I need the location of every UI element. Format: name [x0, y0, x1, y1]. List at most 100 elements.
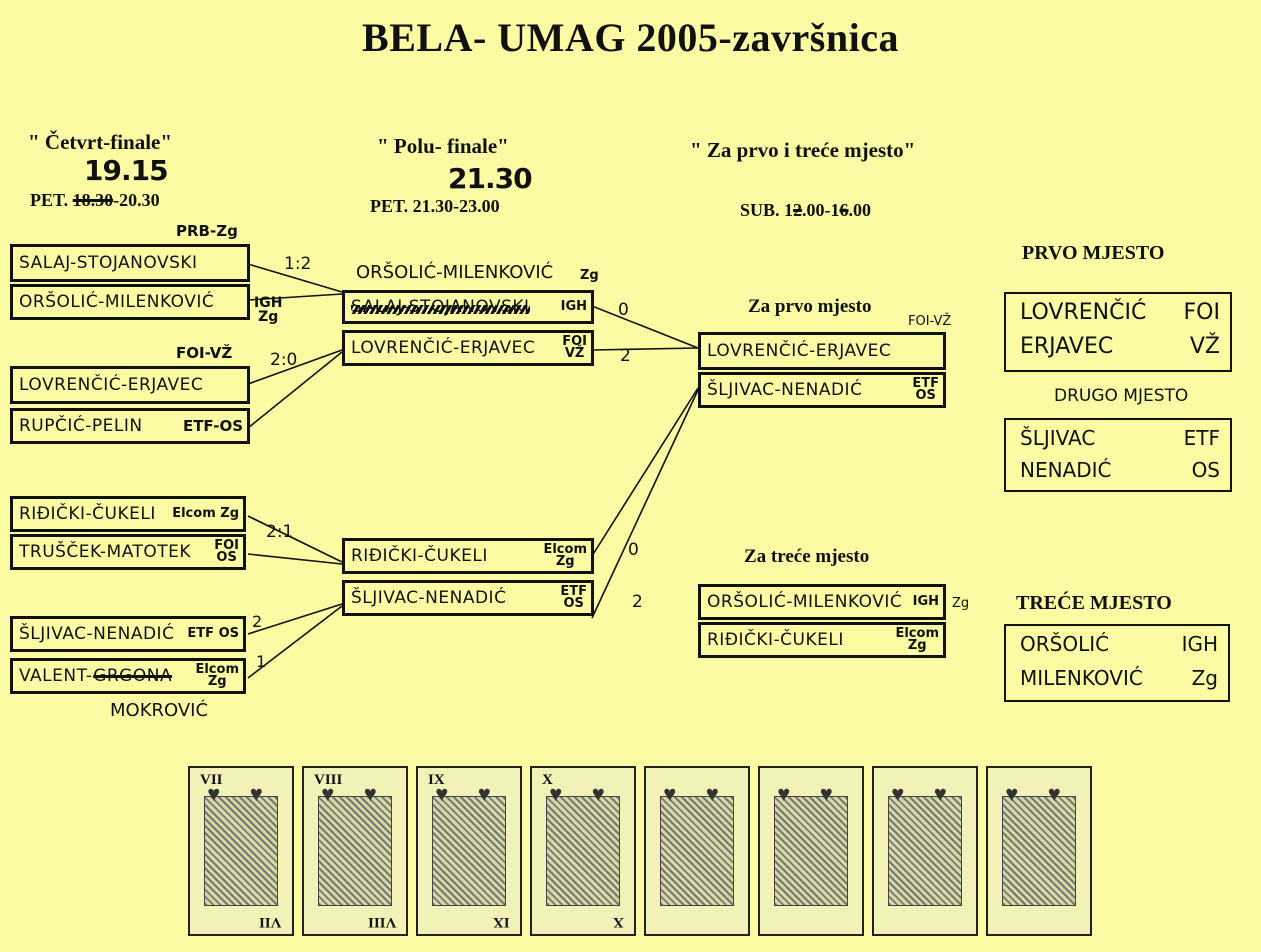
qf3-team-a: RIĐIČKI-ČUKELI Elcom Zg	[10, 496, 246, 532]
page-title: BELA- UMAG 2005-završnica	[362, 15, 899, 60]
second-place-row-1: ŠLJIVAC ETF	[1020, 426, 1220, 450]
sf1-winner-org: Zg	[580, 268, 599, 283]
playing-card: ♥ ♥	[872, 766, 978, 936]
second-place-heading: DRUGO MJESTO	[1054, 386, 1189, 406]
org-line: Zg	[907, 638, 927, 653]
card-rank: X	[542, 772, 553, 788]
card-picture	[204, 796, 278, 906]
team-name: RIĐIČKI-ČUKELI	[19, 504, 156, 524]
player-org: FOI	[1183, 300, 1220, 325]
player-name: MILENKOVIĆ	[1020, 666, 1143, 690]
org-line: Zg	[555, 554, 575, 569]
card-rank: VIII	[367, 914, 396, 930]
time-struck: 18.30	[72, 190, 114, 210]
qf2-note: FOI-VŽ	[176, 344, 233, 362]
first-place-row-1: LOVRENČIĆ FOI	[1020, 300, 1220, 325]
team-name: LOVRENČIĆ-ERJAVEC	[707, 341, 892, 361]
team-org: Elcom Zg	[172, 506, 239, 521]
playing-card: ♥ ♥	[758, 766, 864, 936]
struck-name: GRGONA	[93, 666, 173, 686]
card-picture	[546, 796, 620, 906]
org-line: Zg	[207, 674, 227, 689]
player-name: LOVRENČIĆ	[1020, 300, 1147, 325]
quarter-final-time: PET. 18.30-20.30	[30, 190, 160, 211]
heart-icon: ♥ ♥	[321, 781, 389, 806]
qf3-result: 2:1	[266, 522, 294, 542]
qf1-team-b: ORŠOLIĆ-MILENKOVIĆ	[10, 284, 250, 320]
card-picture	[432, 796, 506, 906]
team-org: ETF-OS	[182, 417, 243, 435]
semi-final-new-time: 21.30	[448, 162, 533, 195]
heart-icon: ♥ ♥	[891, 781, 959, 806]
qf4-score-b: 1	[256, 652, 267, 671]
org-line: FOI	[562, 334, 587, 349]
playing-card: ♥ ♥	[644, 766, 750, 936]
org-line: OS	[216, 550, 237, 565]
sf1-team-a: SALAJ-STOJANOVSKI IGH	[342, 290, 594, 324]
final-time-mid: .00-1	[802, 200, 840, 220]
qf4-team-a: ŠLJIVAC-NENADIĆ ETF OS	[10, 616, 246, 652]
heart-icon: ♥ ♥	[777, 781, 845, 806]
sf1-score-a: 0	[618, 300, 629, 320]
sf2-score-a: 0	[628, 540, 639, 560]
final-time-struck-2: 6	[839, 200, 849, 220]
card-rank: VIII	[314, 772, 343, 788]
team-org: ETF OS	[187, 626, 239, 641]
org-line: OS	[915, 388, 936, 403]
team-name: RUPČIĆ-PELIN	[19, 416, 143, 436]
team-name: ŠLJIVAC-NENADIĆ	[707, 380, 863, 400]
playing-card: ♥ ♥	[986, 766, 1092, 936]
player-name: ŠLJIVAC	[1020, 426, 1096, 450]
team-name: ORŠOLIĆ-MILENKOVIĆ	[19, 292, 215, 312]
card-picture	[318, 796, 392, 906]
heart-icon: ♥ ♥	[1005, 781, 1073, 806]
third-place-match-label: Za treće mjesto	[744, 546, 870, 567]
qf1-team-b-org: IGH Zg	[254, 296, 282, 324]
final-team-a: LOVRENČIĆ-ERJAVEC	[698, 332, 946, 370]
sf1-score-b: 2	[620, 346, 631, 366]
team-name-part: VALENT-	[19, 666, 94, 686]
team-org: IGH	[912, 594, 939, 609]
org-line: Elcom	[195, 662, 239, 677]
team-name: LOVRENČIĆ-ERJAVEC	[351, 338, 536, 358]
first-place-match-note: FOI-VŽ	[908, 314, 952, 329]
final-time-prefix: SUB. 1	[740, 200, 794, 220]
final-heading: " Za prvo i treće mjesto"	[690, 138, 916, 162]
player-name: NENADIĆ	[1020, 458, 1112, 482]
qf2-result: 2:0	[270, 350, 298, 370]
first-place-match-label: Za prvo mjesto	[748, 296, 872, 317]
player-org: ETF	[1183, 426, 1220, 450]
org-line: OS	[563, 596, 584, 611]
quarter-final-new-time: 19.15	[84, 154, 169, 187]
third-team-a: ORŠOLIĆ-MILENKOVIĆ IGH	[698, 584, 946, 620]
card-picture	[660, 796, 734, 906]
qf4-replacement: MOKROVIĆ	[110, 700, 209, 721]
qf1-result: 1:2	[284, 254, 312, 274]
qf4-score-a: 2	[252, 612, 263, 631]
team-name: ORŠOLIĆ-MILENKOVIĆ	[707, 592, 903, 612]
quarter-final-heading: " Četvrt-finale"	[28, 130, 173, 154]
heart-icon: ♥ ♥	[207, 781, 275, 806]
org-line: ETF	[912, 376, 939, 391]
org-line: Zg	[258, 309, 279, 325]
org-line: Elcom	[543, 542, 587, 557]
team-name: TRUŠČEK-MATOTEK	[19, 542, 192, 562]
card-rank: VII	[200, 772, 223, 788]
team-name: RIĐIČKI-ČUKELI	[351, 546, 488, 566]
qf2-team-b: RUPČIĆ-PELIN ETF-OS	[10, 408, 250, 444]
